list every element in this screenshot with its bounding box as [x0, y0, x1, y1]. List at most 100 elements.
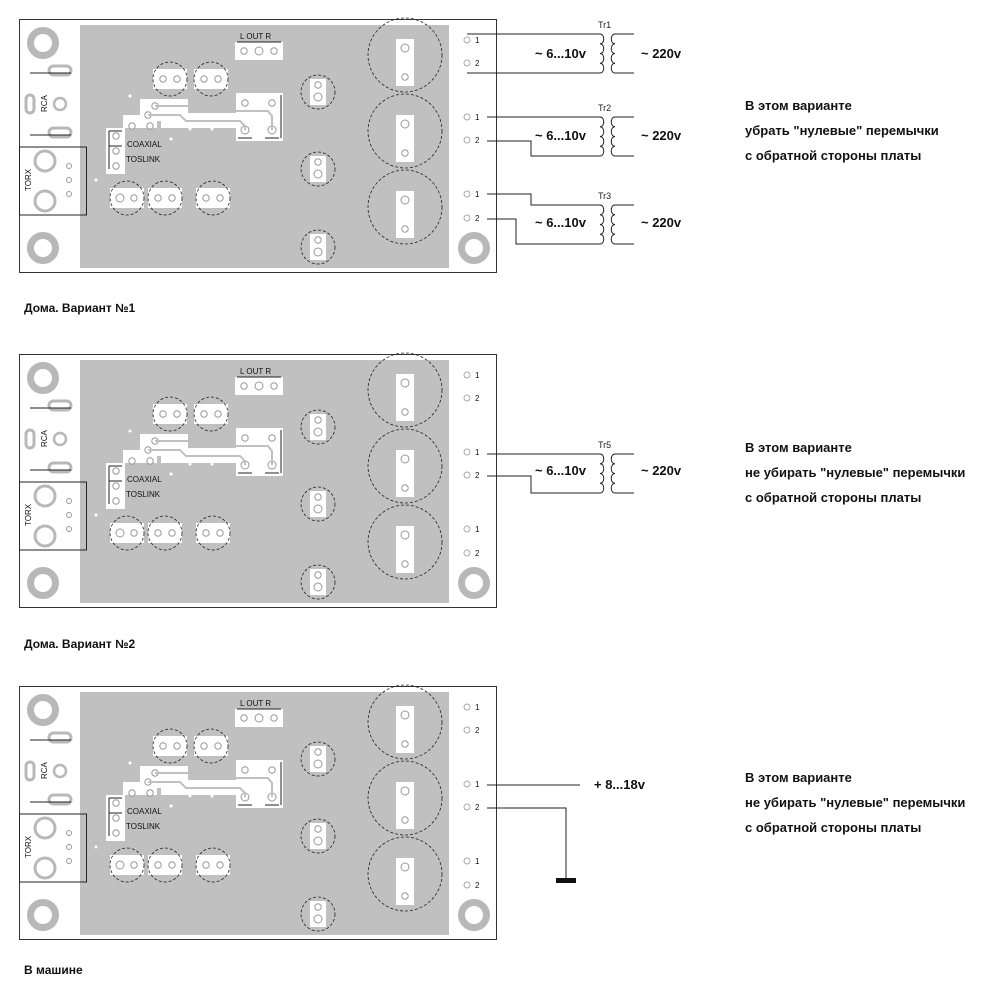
pad-hole — [240, 382, 248, 390]
component-outline — [193, 396, 229, 432]
power-pin — [463, 549, 471, 557]
pad-hole — [400, 378, 410, 388]
power-pin-number: 1 — [475, 448, 480, 457]
mounting-hole-icon — [27, 567, 59, 599]
via — [94, 845, 98, 849]
pad-hole — [400, 43, 410, 53]
pad-hole — [400, 119, 410, 129]
variant-caption: Дома. Вариант №2 — [24, 637, 136, 651]
pad-hole — [159, 75, 167, 83]
power-pin-number: 2 — [475, 59, 480, 68]
trace — [155, 440, 273, 465]
rca-label: RCA — [40, 94, 49, 112]
power-pin — [463, 190, 471, 198]
torx-pad — [33, 816, 57, 840]
pad-hole — [254, 713, 264, 723]
component-outline — [109, 180, 145, 216]
via — [210, 794, 214, 798]
transformer-secondary-coil-icon — [599, 204, 605, 245]
cap-pad — [148, 188, 182, 208]
component-outline — [367, 17, 443, 93]
pad-hole — [254, 46, 264, 56]
big-cap-pad — [396, 191, 414, 238]
pad-hole — [313, 759, 323, 769]
mounting-hole-icon — [458, 899, 490, 931]
pad-hole — [401, 740, 409, 748]
via — [128, 761, 132, 765]
trace — [148, 781, 246, 797]
power-pin-number: 2 — [475, 803, 480, 812]
big-cap-pad — [396, 39, 414, 86]
pad-hole — [200, 410, 208, 418]
component-outline — [367, 169, 443, 245]
power-pin-number: 2 — [475, 726, 480, 735]
transformer-secondary-coil-icon — [599, 453, 605, 494]
via — [128, 94, 132, 98]
cap-pad — [153, 736, 187, 756]
power-pin-number: 1 — [475, 371, 480, 380]
power-pin-number: 2 — [475, 394, 480, 403]
rca-pad — [47, 399, 73, 412]
power-pin — [463, 471, 471, 479]
component-outline — [300, 486, 336, 522]
pad-hole — [202, 194, 210, 202]
pad-hole — [401, 892, 409, 900]
dc-supply-voltage: + 8...18v — [594, 777, 646, 792]
pad-hole — [240, 47, 248, 55]
transformer-primary-coil-icon — [610, 33, 616, 74]
power-pin-number: 2 — [475, 471, 480, 480]
note-line: В этом варианте — [745, 440, 852, 455]
via — [94, 513, 98, 517]
pad-hole — [66, 191, 72, 197]
pad-hole — [66, 858, 72, 864]
component-outline — [195, 515, 231, 551]
via — [210, 127, 214, 131]
big-cap-pad — [396, 782, 414, 829]
power-pin — [463, 803, 471, 811]
pad-hole — [400, 710, 410, 720]
torx-pad — [33, 856, 57, 880]
pad-hole — [115, 860, 125, 870]
pad-hole — [66, 526, 72, 532]
pad-hole — [112, 497, 120, 505]
torx-label: TORX — [24, 503, 33, 526]
toslink-label: TOSLINK — [126, 490, 161, 499]
note-line: не убирать "нулевые" перемычки — [745, 795, 966, 810]
cap-pad — [110, 523, 144, 543]
pad-hole — [112, 829, 120, 837]
trace — [148, 114, 246, 130]
pad-hole — [216, 529, 224, 537]
pad-hole — [313, 582, 323, 592]
rca-pad — [24, 428, 36, 450]
pad-hole — [130, 861, 138, 869]
component-outline — [300, 229, 336, 265]
mounting-hole-icon — [27, 232, 59, 264]
component-outline — [195, 180, 231, 216]
cap-pad — [153, 69, 187, 89]
note-line: с обратной стороны платы — [745, 490, 922, 505]
pad-hole — [146, 122, 154, 130]
pad-hole — [146, 457, 154, 465]
pad-hole — [214, 410, 222, 418]
dc-ground-wire — [487, 807, 567, 879]
component-outline — [193, 728, 229, 764]
pad-hole — [128, 457, 136, 465]
pad-hole — [168, 194, 176, 202]
pad-hole — [200, 75, 208, 83]
pad-hole — [400, 862, 410, 872]
big-cap-pad — [396, 706, 414, 753]
component-outline — [300, 896, 336, 932]
component-outline — [152, 728, 188, 764]
component-outline — [152, 61, 188, 97]
component-outline — [300, 818, 336, 854]
power-pin — [463, 881, 471, 889]
torx-pad — [33, 149, 57, 173]
pad-hole — [241, 434, 249, 442]
power-pin — [463, 371, 471, 379]
trace — [148, 449, 246, 465]
component-outline — [300, 409, 336, 445]
rca-pad — [47, 731, 73, 744]
pad-hole — [400, 786, 410, 796]
pad-hole — [130, 194, 138, 202]
